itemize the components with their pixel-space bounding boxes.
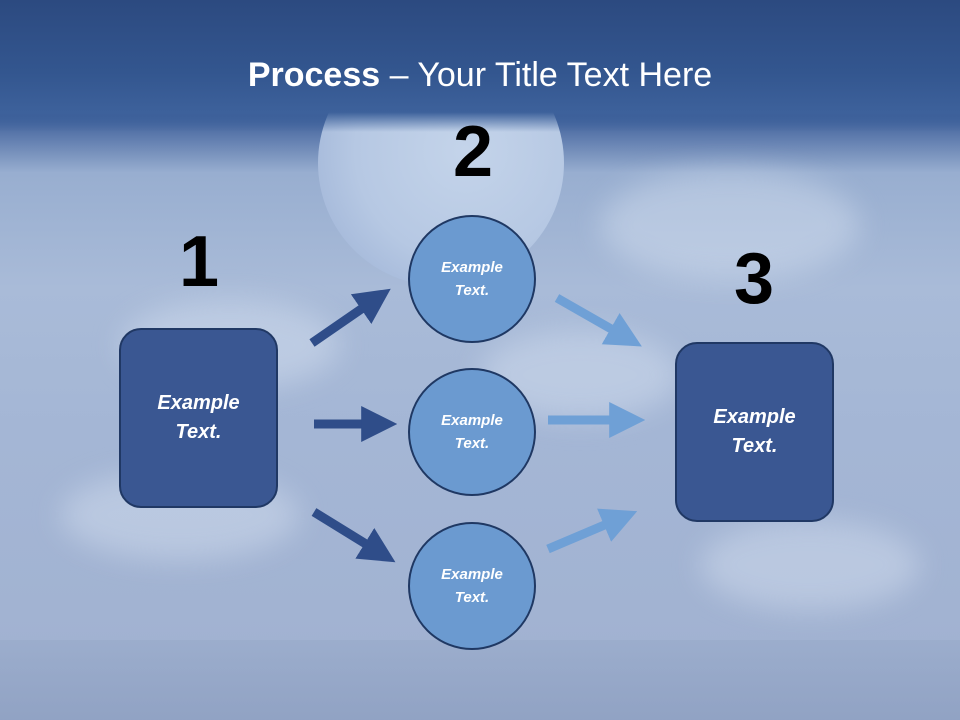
circle-middle-label: Example Text. xyxy=(441,412,503,452)
sea-background xyxy=(0,640,960,720)
step-number-1: 1 xyxy=(178,222,220,302)
step-1-box[interactable]: Example Text. xyxy=(119,328,278,508)
step-number-3: 3 xyxy=(733,239,775,319)
cloud-decoration xyxy=(600,170,860,280)
step-1-label: Example Text. xyxy=(157,392,240,443)
title-rest: – Your Title Text Here xyxy=(380,56,713,94)
arrow-top-to-3 xyxy=(554,294,642,347)
step-number-2: 2 xyxy=(452,112,494,192)
circle-bottom-label: Example Text. xyxy=(441,566,503,606)
step-2-circle-top[interactable]: Example Text. xyxy=(408,215,536,343)
slide-title: Process – Your Title Text Here xyxy=(0,55,960,95)
step-3-box[interactable]: Example Text. xyxy=(675,342,834,522)
arrow-1-to-top xyxy=(309,288,391,347)
arrow-bottom-to-3 xyxy=(546,508,638,554)
step-3-label: Example Text. xyxy=(713,406,796,457)
step-2-circle-bottom[interactable]: Example Text. xyxy=(408,522,536,650)
arrow-1-to-bottom xyxy=(311,508,396,563)
step-2-circle-middle[interactable]: Example Text. xyxy=(408,368,536,496)
circle-top-label: Example Text. xyxy=(441,259,503,299)
title-bold: Process xyxy=(247,56,381,94)
title-band xyxy=(0,0,960,132)
cloud-decoration xyxy=(700,520,920,610)
